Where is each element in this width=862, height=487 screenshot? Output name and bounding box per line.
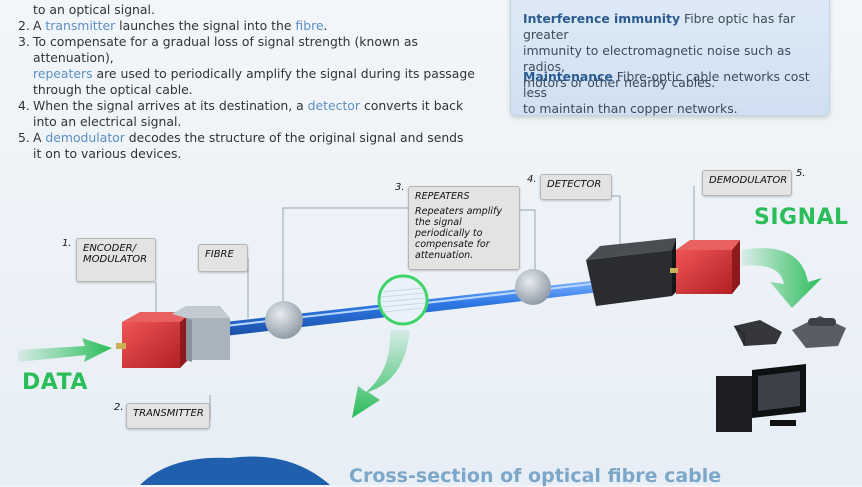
- data-arrow: [18, 338, 112, 362]
- label-repeaters: REPEATERS Repeaters amplify the signal p…: [408, 186, 520, 270]
- computer-device: [716, 364, 806, 432]
- transmitter-device: [172, 306, 230, 362]
- step-text: to an optical signal.: [33, 2, 155, 17]
- step-number-4: 4.: [527, 174, 537, 185]
- demodulator-device: [670, 240, 740, 294]
- step-number: 2.: [18, 18, 30, 33]
- step-number: 3.: [18, 34, 30, 49]
- fibre-magnifier: [377, 274, 429, 326]
- cable-cross-section-preview: [140, 456, 330, 485]
- step-text: .: [323, 18, 328, 33]
- benefit-title: Interference immunity: [523, 11, 681, 26]
- step-number-2: 2.: [114, 402, 124, 413]
- step-text: it on to various devices.: [33, 146, 182, 161]
- step-text: When the signal arrives at its destinati…: [33, 98, 308, 113]
- step-line: through the optical cable.: [18, 82, 488, 98]
- step-text: converts it back: [360, 98, 464, 113]
- step-number: 4.: [18, 98, 30, 113]
- step-number: 5.: [18, 130, 30, 145]
- detector-device: [586, 238, 676, 306]
- modem-device: [733, 320, 782, 346]
- telephone-device: [792, 316, 846, 348]
- label-demodulator: DEMODULATOR: [702, 170, 792, 196]
- benefit-maintenance: Maintenance Fibre-optic cable networks c…: [523, 69, 810, 116]
- step-line: 4.When the signal arrives at its destina…: [18, 98, 488, 114]
- label-fibre: FIBRE: [198, 244, 248, 272]
- keyword-term: detector: [307, 98, 360, 113]
- step-number-3: 3.: [395, 182, 405, 193]
- keyword-term: transmitter: [45, 18, 116, 33]
- encoder-modulator-device: [116, 312, 192, 368]
- step-line: into an electrical signal.: [18, 114, 488, 130]
- step-text: through the optical cable.: [33, 82, 193, 97]
- keyword-term: demodulator: [45, 130, 125, 145]
- step-number-1: 1.: [62, 238, 72, 249]
- step-text: decodes the structure of the original si…: [124, 130, 464, 145]
- step-text: into an electrical signal.: [33, 114, 182, 129]
- data-label: DATA: [22, 370, 88, 395]
- benefit-interference: Interference immunity Fibre optic has fa…: [523, 11, 796, 90]
- signal-arrow: [742, 248, 822, 308]
- section-title: Cross-section of optical fibre cable: [349, 465, 722, 487]
- step-text: To compensate for a gradual loss of sign…: [33, 34, 418, 65]
- step-text: launches the signal into the: [115, 18, 296, 33]
- benefit-title: Maintenance: [523, 69, 613, 84]
- step-line: 5.A demodulator decodes the structure of…: [18, 130, 488, 146]
- label-detector: DETECTOR: [540, 174, 612, 200]
- step-text: A: [33, 130, 46, 145]
- benefits-panel: Interference immunity Fibre optic has fa…: [510, 0, 830, 116]
- label-encoder-modulator: ENCODER/ MODULATOR: [76, 238, 156, 282]
- repeaters-description: Repeaters amplify the signal periodicall…: [415, 206, 502, 261]
- step-line: repeaters are used to periodically ampli…: [18, 66, 488, 82]
- repeater-2: [515, 269, 551, 305]
- step-line: it on to various devices.: [18, 146, 488, 162]
- signal-label: SIGNAL: [754, 205, 849, 230]
- keyword-term: repeaters: [33, 66, 93, 81]
- zoom-arrow: [352, 330, 410, 418]
- step-line: 3.To compensate for a gradual loss of si…: [18, 34, 488, 66]
- step-number-5: 5.: [796, 168, 806, 179]
- process-steps: to an optical signal.2.A transmitter lau…: [18, 2, 488, 162]
- step-line: 2.A transmitter launches the signal into…: [18, 18, 488, 34]
- step-text: are used to periodically amplify the sig…: [92, 66, 475, 81]
- repeater-1: [265, 301, 303, 339]
- keyword-term: fibre: [295, 18, 324, 33]
- step-line: to an optical signal.: [18, 2, 488, 18]
- label-transmitter: TRANSMITTER: [126, 403, 210, 429]
- step-text: A: [33, 18, 46, 33]
